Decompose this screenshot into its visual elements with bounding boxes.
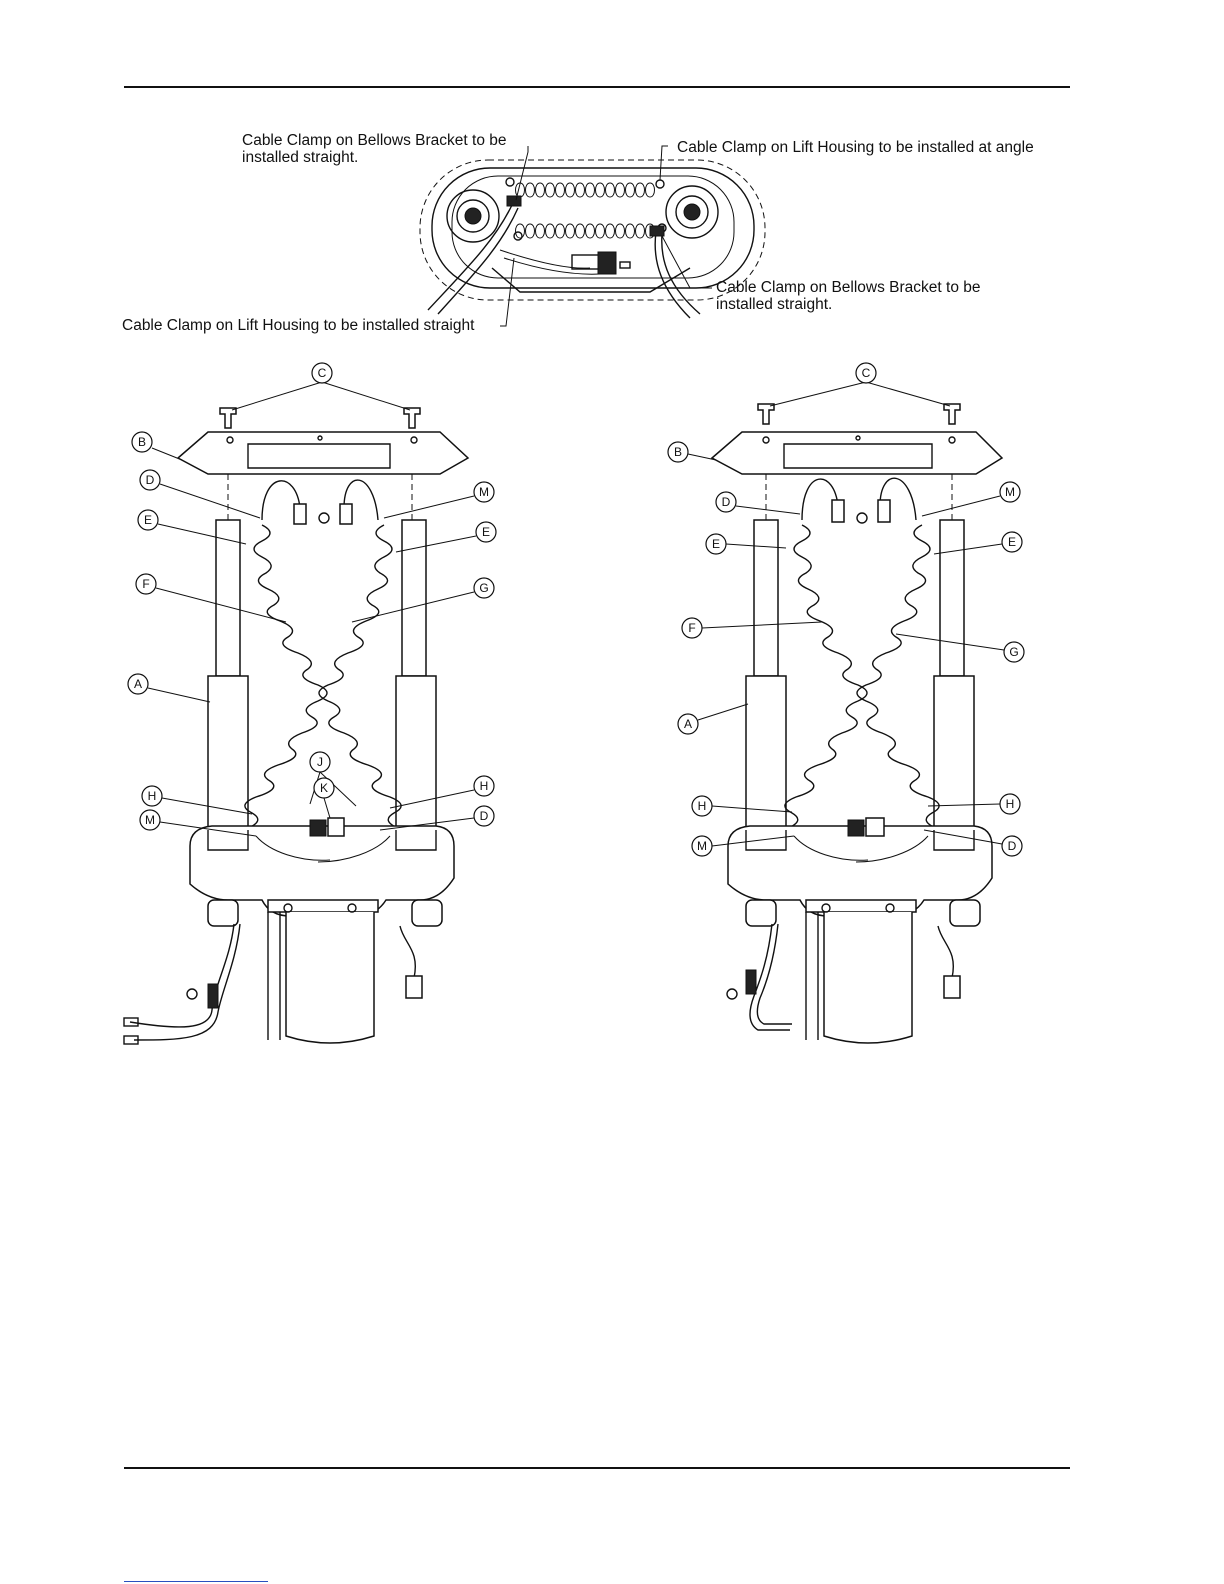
callout-a: A (134, 677, 142, 691)
left-lift-assembly: C B D M E E F G A (124, 363, 496, 1044)
callout-f: F (688, 621, 695, 635)
callout-f: F (142, 577, 149, 591)
callout-g: G (479, 581, 488, 595)
callout-m: M (145, 813, 155, 827)
callout-g: G (1009, 645, 1018, 659)
callout-h: H (480, 779, 489, 793)
callout-e: E (482, 525, 490, 539)
callout-b: B (138, 435, 146, 449)
footer-rule (124, 1467, 1070, 1469)
callout-b: B (674, 445, 682, 459)
callout-m: M (697, 839, 707, 853)
callout-h: H (1006, 797, 1015, 811)
callout-e: E (1008, 535, 1016, 549)
callout-c: C (862, 366, 871, 380)
right-lift-assembly: C B D M E E F G A (668, 363, 1024, 1043)
callout-h: H (148, 789, 157, 803)
callout-m: M (1005, 485, 1015, 499)
callout-d: D (146, 473, 155, 487)
footer-link-underline (124, 1581, 268, 1582)
callout-d: D (1008, 839, 1017, 853)
callout-m: M (479, 485, 489, 499)
callout-d: D (480, 809, 489, 823)
callout-e: E (712, 537, 720, 551)
callout-a: A (684, 717, 692, 731)
callout-d: D (722, 495, 731, 509)
callout-k: K (320, 781, 328, 795)
callout-e: E (144, 513, 152, 527)
callout-c: C (318, 366, 327, 380)
callout-h: H (698, 799, 707, 813)
callout-j: J (317, 755, 323, 769)
top-view-diagram (420, 146, 765, 326)
